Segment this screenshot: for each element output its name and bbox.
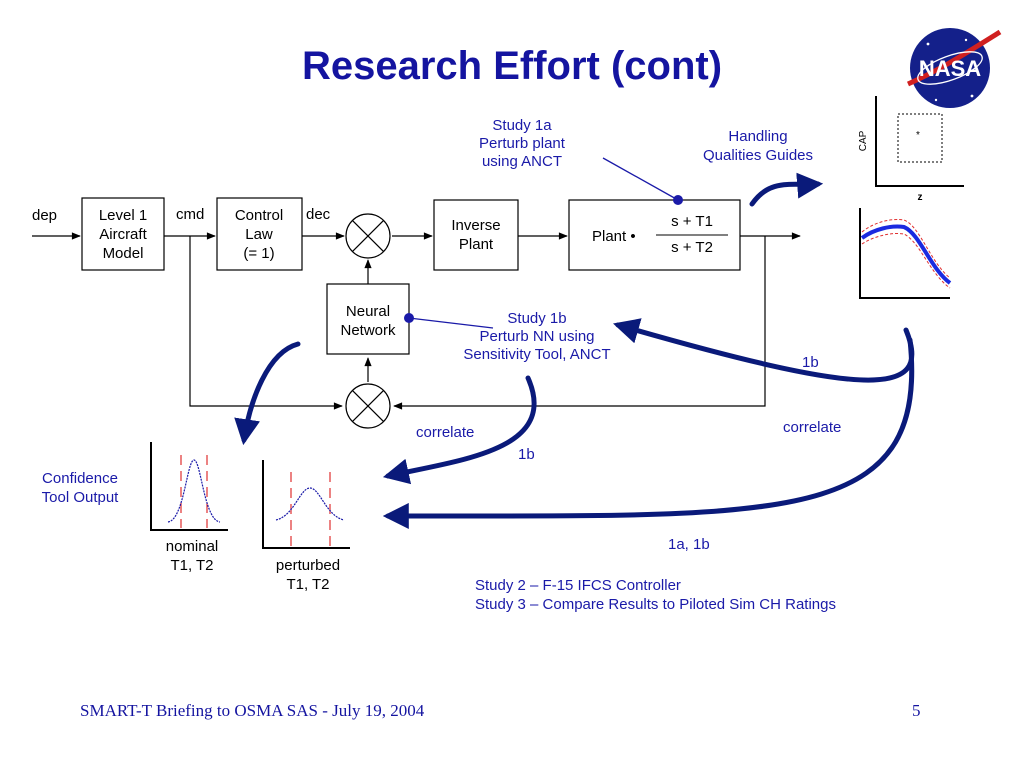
correlate-right: correlate bbox=[783, 419, 841, 436]
arrow-1a-1b bbox=[382, 337, 915, 529]
perturbed-distribution-plot bbox=[262, 460, 350, 549]
signal-dec: dec bbox=[306, 206, 331, 223]
summing-junction-bottom bbox=[345, 383, 391, 429]
neural-network-block bbox=[326, 283, 410, 355]
study1b-line3: Sensitivity Tool, ANCT bbox=[463, 346, 610, 363]
study1a-line1: Study 1a bbox=[492, 117, 552, 134]
plant-numerator: s + T1 bbox=[671, 213, 713, 230]
nasa-logo: NASA bbox=[906, 28, 1002, 108]
plant-block bbox=[568, 199, 741, 271]
nominal-label-line1: nominal bbox=[166, 538, 219, 555]
summing-junction-top bbox=[345, 213, 391, 259]
leader-lines bbox=[408, 157, 679, 329]
logo-text: NASA bbox=[919, 56, 981, 81]
perturbed-label-line2: T1, T2 bbox=[286, 576, 329, 593]
study1b-dot bbox=[404, 313, 414, 323]
nominal-distribution-plot bbox=[150, 442, 228, 531]
footer-text: SMART-T Briefing to OSMA SAS - July 19, … bbox=[80, 701, 425, 720]
diagram-blocks-neural-network-1: Network bbox=[340, 322, 396, 339]
z-axis-label: z bbox=[918, 192, 923, 203]
study2-text: Study 2 – F-15 IFCS Controller bbox=[475, 577, 681, 594]
cap-marker: * bbox=[916, 130, 920, 141]
study1b-line1: Study 1b bbox=[507, 310, 566, 327]
diagram-blocks-inverse-plant-0: Inverse bbox=[451, 217, 500, 234]
study1b-line2: Perturb NN using bbox=[479, 328, 594, 345]
plant-label: Plant • bbox=[592, 228, 636, 245]
arrow-to-handling bbox=[749, 172, 824, 207]
perturbed-label-line1: perturbed bbox=[276, 557, 340, 574]
signal-lines bbox=[32, 232, 801, 410]
study3-text: Study 3 – Compare Results to Piloted Sim… bbox=[475, 596, 836, 613]
arrow-to-confidence bbox=[234, 341, 301, 446]
study1a-line2: Perturb plant bbox=[479, 135, 566, 152]
study1a-line3: using ANCT bbox=[482, 153, 562, 170]
confidence-line1: Confidence bbox=[42, 470, 118, 487]
label-1a-1b: 1a, 1b bbox=[668, 536, 710, 553]
diagram-blocks-neural-network-0: Neural bbox=[346, 303, 390, 320]
diagram-blocks-level1-2: Model bbox=[103, 245, 144, 262]
slide-title: Research Effort (cont) bbox=[301, 44, 723, 88]
signal-dep: dep bbox=[32, 207, 57, 224]
arrow-1b-center bbox=[382, 375, 537, 485]
handling-line1: Handling bbox=[728, 128, 787, 145]
diagram-blocks-level1-0: Level 1 bbox=[99, 207, 147, 224]
plant-denominator: s + T2 bbox=[671, 239, 713, 256]
inverse-plant-block bbox=[433, 199, 519, 271]
label-1b-right: 1b bbox=[802, 354, 819, 371]
handling-line2: Qualities Guides bbox=[703, 147, 813, 164]
correlate-left: correlate bbox=[416, 424, 474, 441]
control-law-block bbox=[216, 197, 303, 271]
response-plot bbox=[859, 208, 952, 299]
signal-cmd: cmd bbox=[176, 206, 204, 223]
diagram-blocks-control-law-2: (= 1) bbox=[243, 245, 274, 262]
cap-plot: * CAP z bbox=[858, 96, 964, 203]
page-number: 5 bbox=[912, 701, 921, 720]
diagram-blocks-inverse-plant-1: Plant bbox=[459, 236, 494, 253]
cap-axis-label: CAP bbox=[858, 130, 869, 151]
label-1b-center: 1b bbox=[518, 446, 535, 463]
level1-aircraft-model-block bbox=[81, 197, 165, 271]
diagram-blocks-control-law-1: Law bbox=[245, 226, 273, 243]
diagram-blocks-level1-1: Aircraft bbox=[99, 226, 147, 243]
confidence-line2: Tool Output bbox=[42, 489, 120, 506]
study1a-dot bbox=[673, 195, 683, 205]
nominal-label-line2: T1, T2 bbox=[170, 557, 213, 574]
diagram-blocks-control-law-0: Control bbox=[235, 207, 283, 224]
flow-arrows bbox=[234, 172, 915, 529]
